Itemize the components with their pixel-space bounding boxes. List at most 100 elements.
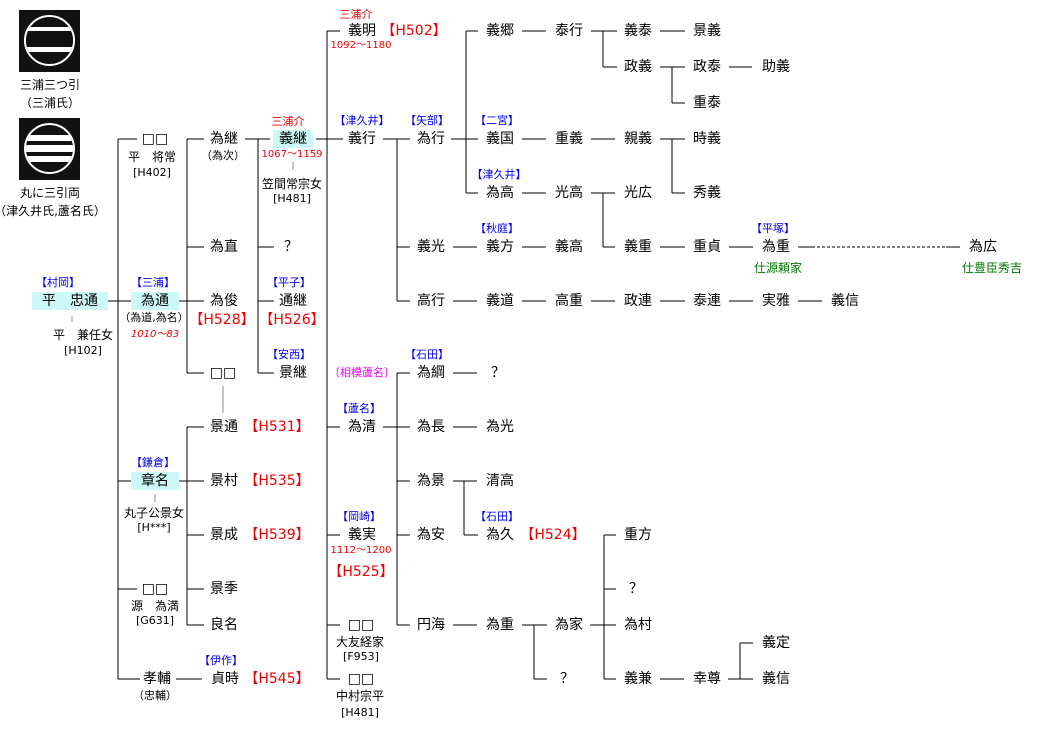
person-tamehisa[interactable]: 為久 <box>486 527 514 543</box>
person-takayuki[interactable]: 高行 <box>417 293 445 309</box>
alias: （為次） <box>201 149 245 162</box>
ref-code: [H481] <box>273 192 311 205</box>
person-kageyoshi[interactable]: 景義 <box>693 23 721 39</box>
person-yoshinobu[interactable]: 義信 <box>831 293 859 309</box>
ref-code: [H***] <box>137 521 171 534</box>
person-unknown[interactable]: ？ <box>560 671 574 687</box>
person-shigeyoshi[interactable]: 重義 <box>555 131 583 147</box>
person-unknown[interactable]: □□ <box>209 365 237 381</box>
person-kiyotaka[interactable]: 清高 <box>486 473 514 489</box>
ref-code: 【H526】 <box>259 312 325 328</box>
person-tametoshi[interactable]: 為俊 <box>210 293 238 309</box>
ref-code: 【H531】 <box>244 419 310 435</box>
person-unknown[interactable]: □□ <box>141 131 169 147</box>
ref-code: 【H535】 <box>244 473 310 489</box>
person-yoshiyuki[interactable]: 義行 <box>348 131 376 147</box>
person-michitsugu[interactable]: 通継 <box>279 293 307 309</box>
person-unknown[interactable]: □□ <box>347 671 375 687</box>
person-unknown[interactable]: ？ <box>629 581 643 597</box>
person-shigeyasu[interactable]: 重泰 <box>693 95 721 111</box>
ref-code: 【H528】 <box>189 312 255 328</box>
person-takasuke[interactable]: 孝輔 <box>143 671 171 687</box>
person-masayasu[interactable]: 政泰 <box>693 59 721 75</box>
person-kagesue[interactable]: 景季 <box>210 581 238 597</box>
alias: （為道,為名） <box>119 311 189 324</box>
person-unknown[interactable]: □□ <box>141 581 169 597</box>
person-tamehiro[interactable]: 為広 <box>969 239 997 255</box>
person-tamemichi[interactable]: 為通 <box>131 292 179 310</box>
person-tameyuki[interactable]: 為行 <box>417 131 445 147</box>
person-yasuyuki[interactable]: 泰行 <box>555 23 583 39</box>
note: 源 為満 <box>130 599 180 613</box>
person-yoshisato[interactable]: 義郷 <box>486 23 514 39</box>
spouse: 笠間常宗女 <box>261 177 323 191</box>
person-tameshige-2[interactable]: 為重 <box>486 617 514 633</box>
clan-label: 【鎌倉】 <box>131 456 175 469</box>
maru-ni-mitsubikiryo-crest <box>19 118 80 180</box>
person-tametsuna[interactable]: 為綱 <box>417 365 445 381</box>
person-tameie[interactable]: 為家 <box>555 617 583 633</box>
person-tametsugu[interactable]: 為継 <box>210 131 238 147</box>
clan-label: 【安西】 <box>267 348 311 361</box>
person-tamekage[interactable]: 為景 <box>417 473 445 489</box>
person-sadatoki[interactable]: 貞時 <box>211 671 239 687</box>
person-unknown[interactable]: ？ <box>284 239 298 255</box>
person-masatsura[interactable]: 政連 <box>624 293 652 309</box>
person-sukeyoshi[interactable]: 助義 <box>762 59 790 75</box>
person-yoshikuni[interactable]: 義国 <box>486 131 514 147</box>
years: 1112～1200 <box>330 545 392 556</box>
ref-code: 【H539】 <box>244 527 310 543</box>
crest-caption: （三浦氏） <box>19 96 81 110</box>
person-yoshimichi[interactable]: 義道 <box>486 293 514 309</box>
ref-code: [H102] <box>64 344 102 357</box>
person-unknown[interactable]: □□ <box>347 617 375 633</box>
person-kagemichi[interactable]: 景通 <box>210 419 238 435</box>
person-yoshitsugu[interactable]: 義継 <box>273 130 313 148</box>
person-kagemura[interactable]: 景村 <box>210 473 238 489</box>
person-tametaka[interactable]: 為高 <box>486 185 514 201</box>
years: 1092～1180 <box>330 40 392 51</box>
person-tamemura[interactable]: 為村 <box>624 617 652 633</box>
person-mitsutaka[interactable]: 光高 <box>555 185 583 201</box>
person-yoshitaka[interactable]: 義高 <box>555 239 583 255</box>
person-tamekiyo[interactable]: 為清 <box>348 419 376 435</box>
person-tameshige[interactable]: 為重 <box>762 239 790 255</box>
person-mitsuhiro[interactable]: 光広 <box>624 185 652 201</box>
person-yoshikane[interactable]: 義兼 <box>624 671 652 687</box>
person-yoshiyasu[interactable]: 義泰 <box>624 23 652 39</box>
clan-label: 【平子】 <box>267 276 311 289</box>
person-tamenaga[interactable]: 為長 <box>417 419 445 435</box>
person-takashige[interactable]: 高重 <box>555 293 583 309</box>
person-masayoshi[interactable]: 政義 <box>624 59 652 75</box>
person-yoshishige[interactable]: 義重 <box>624 239 652 255</box>
person-yasutsura[interactable]: 泰連 <box>693 293 721 309</box>
person-yoshina[interactable]: 良名 <box>210 617 238 633</box>
person-yoshimitsu[interactable]: 義光 <box>417 239 445 255</box>
person-chikayoshi[interactable]: 親義 <box>624 131 652 147</box>
person-shigekata[interactable]: 重方 <box>624 527 652 543</box>
branch-label: 〔相模蘆名〕 <box>329 366 395 379</box>
person-sanemasa[interactable]: 実雅 <box>762 293 790 309</box>
person-tokiyoshi[interactable]: 時義 <box>693 131 721 147</box>
person-kagetsugu[interactable]: 景継 <box>279 365 307 381</box>
person-yoshikata[interactable]: 義方 <box>486 239 514 255</box>
clan-label: 【石田】 <box>475 510 519 523</box>
person-akina[interactable]: 章名 <box>131 472 179 490</box>
person-yoshinobu-2[interactable]: 義信 <box>762 671 790 687</box>
person-kouson[interactable]: 幸尊 <box>693 671 721 687</box>
person-yoshisada[interactable]: 義定 <box>762 635 790 651</box>
spouse: 丸子公景女 <box>123 506 185 520</box>
person-tadamichi[interactable]: 平 忠通 <box>32 292 108 310</box>
person-shigesada[interactable]: 重貞 <box>693 239 721 255</box>
person-yoshiaki[interactable]: 義明 <box>348 23 376 39</box>
ref-code: [F953] <box>343 650 379 663</box>
person-hideyoshi[interactable]: 秀義 <box>693 185 721 201</box>
person-tamenao[interactable]: 為直 <box>210 239 238 255</box>
person-tamemitsu[interactable]: 為光 <box>486 419 514 435</box>
person-yoshizane[interactable]: 義実 <box>348 527 376 543</box>
person-enkai[interactable]: 円海 <box>417 617 445 633</box>
person-kagenari[interactable]: 景成 <box>210 527 238 543</box>
clan-label: 【津久井】 <box>334 114 390 127</box>
person-unknown[interactable]: ？ <box>491 365 505 381</box>
person-tameyasu[interactable]: 為安 <box>417 527 445 543</box>
